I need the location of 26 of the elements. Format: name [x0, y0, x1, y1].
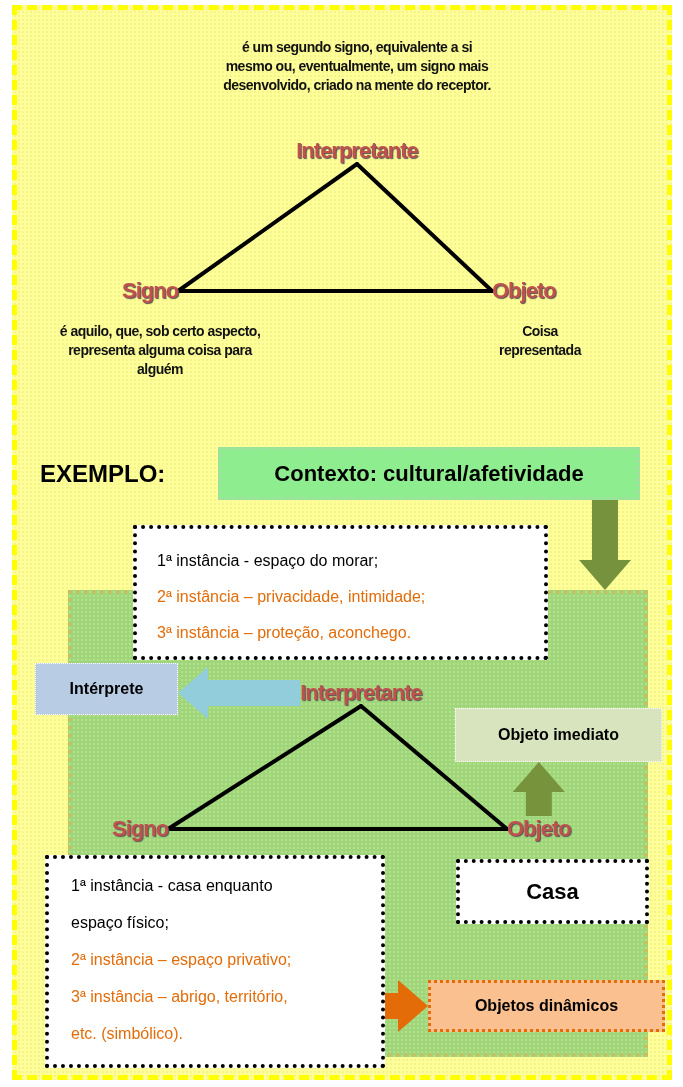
context-box: Contexto: cultural/afetividade [218, 447, 640, 500]
immediate-object-box: Objeto imediato [455, 708, 662, 762]
concept-label: Signo [122, 278, 179, 304]
instance-text: 1ª instância - espaço do morar; [157, 551, 380, 571]
instance-text: 2ª instância – privacidade, intimidade; [157, 587, 427, 607]
block-arrow [512, 762, 565, 816]
block-arrow [385, 980, 428, 1032]
concept-label: Interpretante [300, 680, 422, 706]
description-text: é um segundo signo, equivalente a si mesmo ou, eventualmente, um signo mais desenvolvido, criado na mente do receptor. [222, 38, 492, 95]
interpreter-box: Intérprete [35, 663, 178, 715]
instance-text: 1ª instância - casa enquanto espaço físico; [71, 876, 274, 933]
section-heading: EXEMPLO: [40, 460, 166, 488]
description-text: Coisa representada [498, 322, 583, 360]
description-text: é aquilo, que, sob certo aspecto, representa alguma coisa para alguém [58, 322, 262, 379]
instance-text: 3ª instância – proteção, aconchego. [157, 623, 413, 643]
note-box [133, 525, 548, 660]
instance-text: 3ª instância – abrigo, território, etc. (simbólico). [71, 987, 289, 1044]
instance-text: 2ª instância – espaço privativo; [71, 950, 293, 970]
block-arrow [578, 500, 631, 590]
concept-label: Objeto [492, 278, 556, 304]
house-box: Casa [456, 859, 649, 924]
dynamic-objects-box: Objetos dinâmicos [428, 980, 665, 1032]
concept-label: Interpretante [296, 138, 418, 164]
concept-label: Signo [112, 816, 169, 842]
concept-label: Objeto [507, 816, 571, 842]
note-box [45, 855, 385, 1068]
